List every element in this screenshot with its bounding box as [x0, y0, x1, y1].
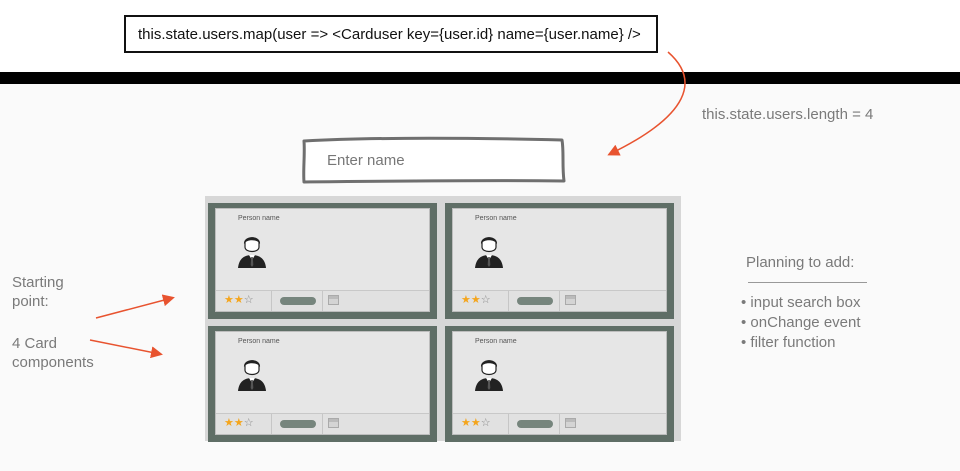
slider-pill[interactable] [280, 297, 316, 305]
user-card[interactable]: Person name★★☆ [445, 203, 674, 319]
calendar-icon[interactable] [328, 418, 339, 428]
arrow-code-to-search [607, 51, 686, 156]
star-filled-icon: ★ [233, 417, 244, 429]
card-person-name: Person name [475, 215, 517, 222]
footer-separator [559, 414, 560, 434]
rating-stars: ★★☆ [224, 294, 254, 306]
avatar-icon [475, 237, 503, 268]
slider-pill[interactable] [280, 420, 316, 428]
rating-stars: ★★☆ [224, 417, 254, 429]
calendar-icon[interactable] [565, 295, 576, 305]
star-filled-icon: ★ [470, 294, 481, 306]
star-filled-icon: ★ [224, 417, 234, 429]
sketch-border [302, 136, 566, 184]
calendar-icon[interactable] [565, 418, 576, 428]
search-placeholder: Enter name [327, 151, 405, 169]
card-person-name: Person name [238, 338, 280, 345]
user-card[interactable]: Person name★★☆ [208, 326, 437, 442]
star-empty-icon: ☆ [243, 417, 254, 429]
star-filled-icon: ★ [461, 417, 471, 429]
planning-item: input search box [741, 293, 861, 313]
rating-stars: ★★☆ [461, 417, 491, 429]
footer-separator [508, 414, 509, 434]
star-filled-icon: ★ [224, 294, 234, 306]
divider-bar [0, 72, 960, 84]
card-footer: ★★☆ [216, 413, 429, 434]
arrow-to-top-cards [95, 294, 175, 319]
planning-divider [748, 282, 867, 283]
star-empty-icon: ☆ [243, 294, 254, 306]
star-filled-icon: ★ [233, 294, 244, 306]
planning-item: onChange event [741, 313, 860, 333]
slider-pill[interactable] [517, 420, 553, 428]
rating-stars: ★★☆ [461, 294, 491, 306]
calendar-icon[interactable] [328, 295, 339, 305]
footer-separator [508, 291, 509, 311]
planning-title: Planning to add: [746, 254, 855, 271]
avatar-icon [238, 237, 266, 268]
card-body: Person name★★☆ [215, 208, 430, 312]
code-snippet-box: this.state.users.map(user => <Carduser k… [124, 15, 658, 53]
planning-list: input search box onChange event filter f… [741, 293, 861, 353]
footer-separator [271, 291, 272, 311]
arrow-to-bottom-cards [89, 339, 163, 359]
star-empty-icon: ☆ [480, 294, 491, 306]
avatar-icon [475, 360, 503, 391]
footer-separator [271, 414, 272, 434]
card-body: Person name★★☆ [215, 331, 430, 435]
footer-separator [322, 414, 323, 434]
footer-separator [322, 291, 323, 311]
card-body: Person name★★☆ [452, 208, 667, 312]
user-card[interactable]: Person name★★☆ [445, 326, 674, 442]
slider-pill[interactable] [517, 297, 553, 305]
card-footer: ★★☆ [453, 290, 666, 311]
starting-point-label: Starting point: [12, 274, 64, 310]
card-grid: Person name★★☆ Person name★★☆ Person nam… [205, 196, 681, 442]
card-person-name: Person name [238, 215, 280, 222]
card-person-name: Person name [475, 338, 517, 345]
avatar-icon [238, 360, 266, 391]
star-empty-icon: ☆ [480, 417, 491, 429]
card-footer: ★★☆ [216, 290, 429, 311]
card-footer: ★★☆ [453, 413, 666, 434]
code-snippet-text: this.state.users.map(user => <Carduser k… [138, 25, 641, 43]
star-filled-icon: ★ [461, 294, 471, 306]
planning-item: filter function [741, 333, 861, 353]
footer-separator [559, 291, 560, 311]
user-card[interactable]: Person name★★☆ [208, 203, 437, 319]
card-components-label: 4 Card components [12, 335, 94, 371]
card-body: Person name★★☆ [452, 331, 667, 435]
star-filled-icon: ★ [470, 417, 481, 429]
search-input[interactable]: Enter name [302, 136, 566, 184]
length-note: this.state.users.length = 4 [702, 106, 874, 123]
